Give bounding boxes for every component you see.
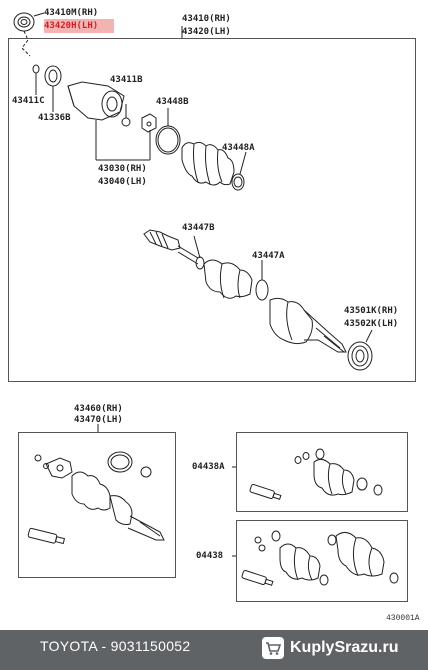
clamp-43448a bbox=[231, 173, 245, 191]
clamp-43448b bbox=[155, 125, 181, 155]
ring-41336b bbox=[44, 65, 62, 87]
seal-43501k bbox=[347, 341, 373, 371]
label-43470: 43470(LH) bbox=[74, 415, 123, 425]
label-43420: 43420(LH) bbox=[182, 27, 231, 37]
snap-ring-43411b bbox=[121, 117, 131, 127]
kit-a-parts bbox=[294, 448, 383, 496]
exploded-parts-drawing bbox=[13, 12, 399, 586]
label-43030: 43030(RH) bbox=[98, 164, 147, 174]
brand-name: KuplySrazu.ru bbox=[290, 639, 399, 656]
clip-43411c bbox=[32, 64, 40, 74]
boot-kit-a-frame bbox=[236, 432, 408, 512]
label-41336b: 41336B bbox=[38, 113, 71, 123]
grease-tube-a bbox=[249, 484, 282, 500]
drive-shaft bbox=[143, 229, 199, 265]
label-43411c: 43411C bbox=[12, 96, 45, 106]
footer-part-text: TOYOTA - 9031150052 bbox=[40, 638, 191, 654]
label-43447a: 43447A bbox=[252, 251, 285, 261]
label-43410: 43410(RH) bbox=[182, 14, 231, 24]
label-43448b: 43448B bbox=[156, 97, 189, 107]
cart-icon bbox=[262, 637, 284, 659]
main-assembly-frame bbox=[8, 38, 416, 382]
label-04438a: 04438A bbox=[192, 462, 225, 472]
label-43501k: 43501K(RH) bbox=[344, 306, 399, 316]
seal-43420h bbox=[13, 12, 35, 32]
label-43410m: 43410M(RH) bbox=[44, 8, 99, 18]
label-04438: 04438 bbox=[196, 551, 224, 561]
lower-shaft bbox=[34, 454, 165, 541]
outer-cv-joint bbox=[269, 297, 347, 353]
label-43420h: 43420H(LH) bbox=[44, 21, 99, 31]
diagram-code: 430001A bbox=[386, 614, 420, 623]
label-43040: 43040(LH) bbox=[98, 177, 147, 187]
small-clamp-lower bbox=[140, 466, 152, 478]
grease-tube-b bbox=[241, 570, 274, 586]
footer-bar bbox=[0, 630, 428, 670]
kit-parts bbox=[254, 530, 399, 586]
spider bbox=[141, 113, 157, 133]
boot-kit-frame bbox=[236, 520, 408, 602]
label-43460: 43460(RH) bbox=[74, 404, 123, 414]
label-43502k: 43502K(LH) bbox=[344, 319, 399, 329]
highlight-43420h bbox=[44, 19, 114, 33]
inner-boot bbox=[181, 141, 235, 186]
inner-shaft-frame bbox=[18, 432, 176, 578]
label-43448a: 43448A bbox=[222, 143, 255, 153]
label-43447b: 43447B bbox=[182, 223, 215, 233]
tripod-joint bbox=[67, 81, 125, 121]
label-43411b: 43411B bbox=[110, 75, 143, 85]
inner-shaft-clamp bbox=[107, 451, 133, 473]
grease-tube-lower bbox=[27, 527, 66, 545]
brand-logo[interactable]: KuplySrazu.ru bbox=[262, 634, 398, 662]
outer-boot bbox=[203, 259, 253, 299]
